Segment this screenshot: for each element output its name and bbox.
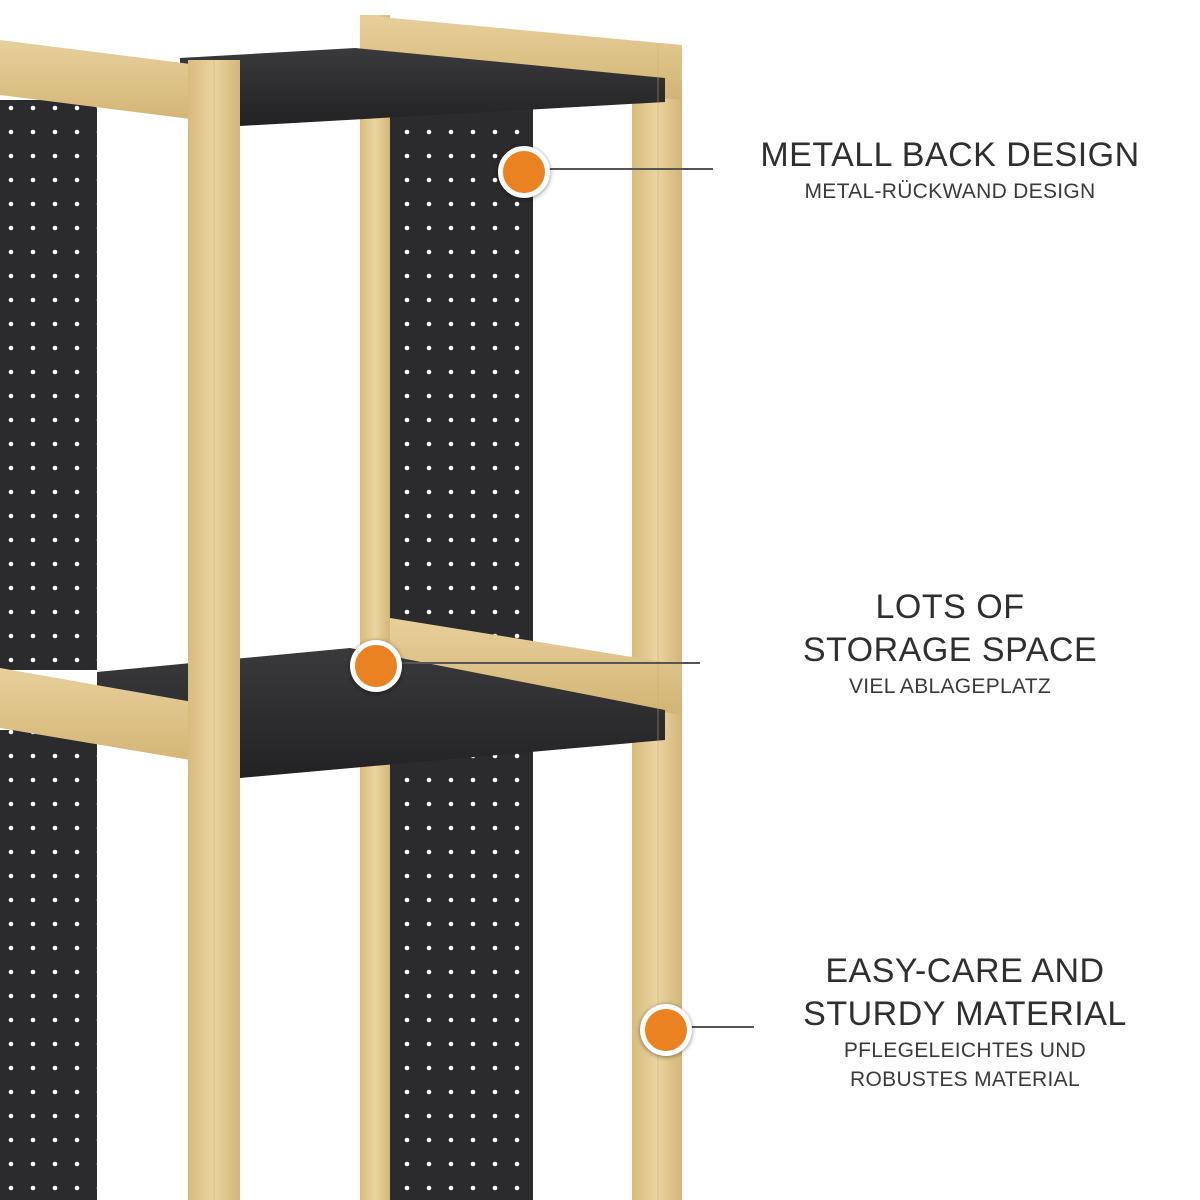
orange-callout-dot [498,146,550,198]
left-metal-panel-lower [0,730,97,1200]
callout-line-3 [688,1026,754,1028]
left-middle-rail [0,668,238,768]
feature-storage-space: LOTS OF STORAGE SPACE VIEL ABLAGEPLATZ [730,586,1170,701]
feature-subtitle-line-2: ROBUSTES MATERIAL [850,1068,1080,1091]
middle-rear-rail [390,618,682,715]
feature-title-line-1: LOTS OF [875,588,1025,626]
feature-title: METALL BACK DESIGN [760,136,1140,174]
left-top-rail [0,40,238,125]
orange-callout-dot [350,640,402,692]
callout-line-1 [545,168,713,170]
feature-title-line-1: EASY-CARE AND [825,952,1105,990]
feature-sturdy-material: EASY-CARE AND STURDY MATERIAL PFLEGELEIC… [745,950,1185,1094]
back-metal-panel-lower [390,740,533,1200]
callout-line-2 [398,662,700,664]
feature-subtitle: VIEL ABLAGEPLATZ [848,675,1052,698]
feature-metal-back: METALL BACK DESIGN METAL-RÜCKWAND DESIGN [730,134,1170,206]
feature-subtitle: METAL-RÜCKWAND DESIGN [804,180,1096,203]
feature-title-line-2: STURDY MATERIAL [803,995,1127,1033]
feature-subtitle-line-1: PFLEGELEICHTES UND [843,1039,1087,1062]
feature-title-line-2: STORAGE SPACE [802,631,1098,669]
back-metal-panel-upper [390,100,533,645]
left-metal-panel-upper [0,100,97,670]
orange-callout-dot [640,1004,692,1056]
top-shelf [180,48,665,126]
rear-wood-post-inner [360,15,390,1200]
